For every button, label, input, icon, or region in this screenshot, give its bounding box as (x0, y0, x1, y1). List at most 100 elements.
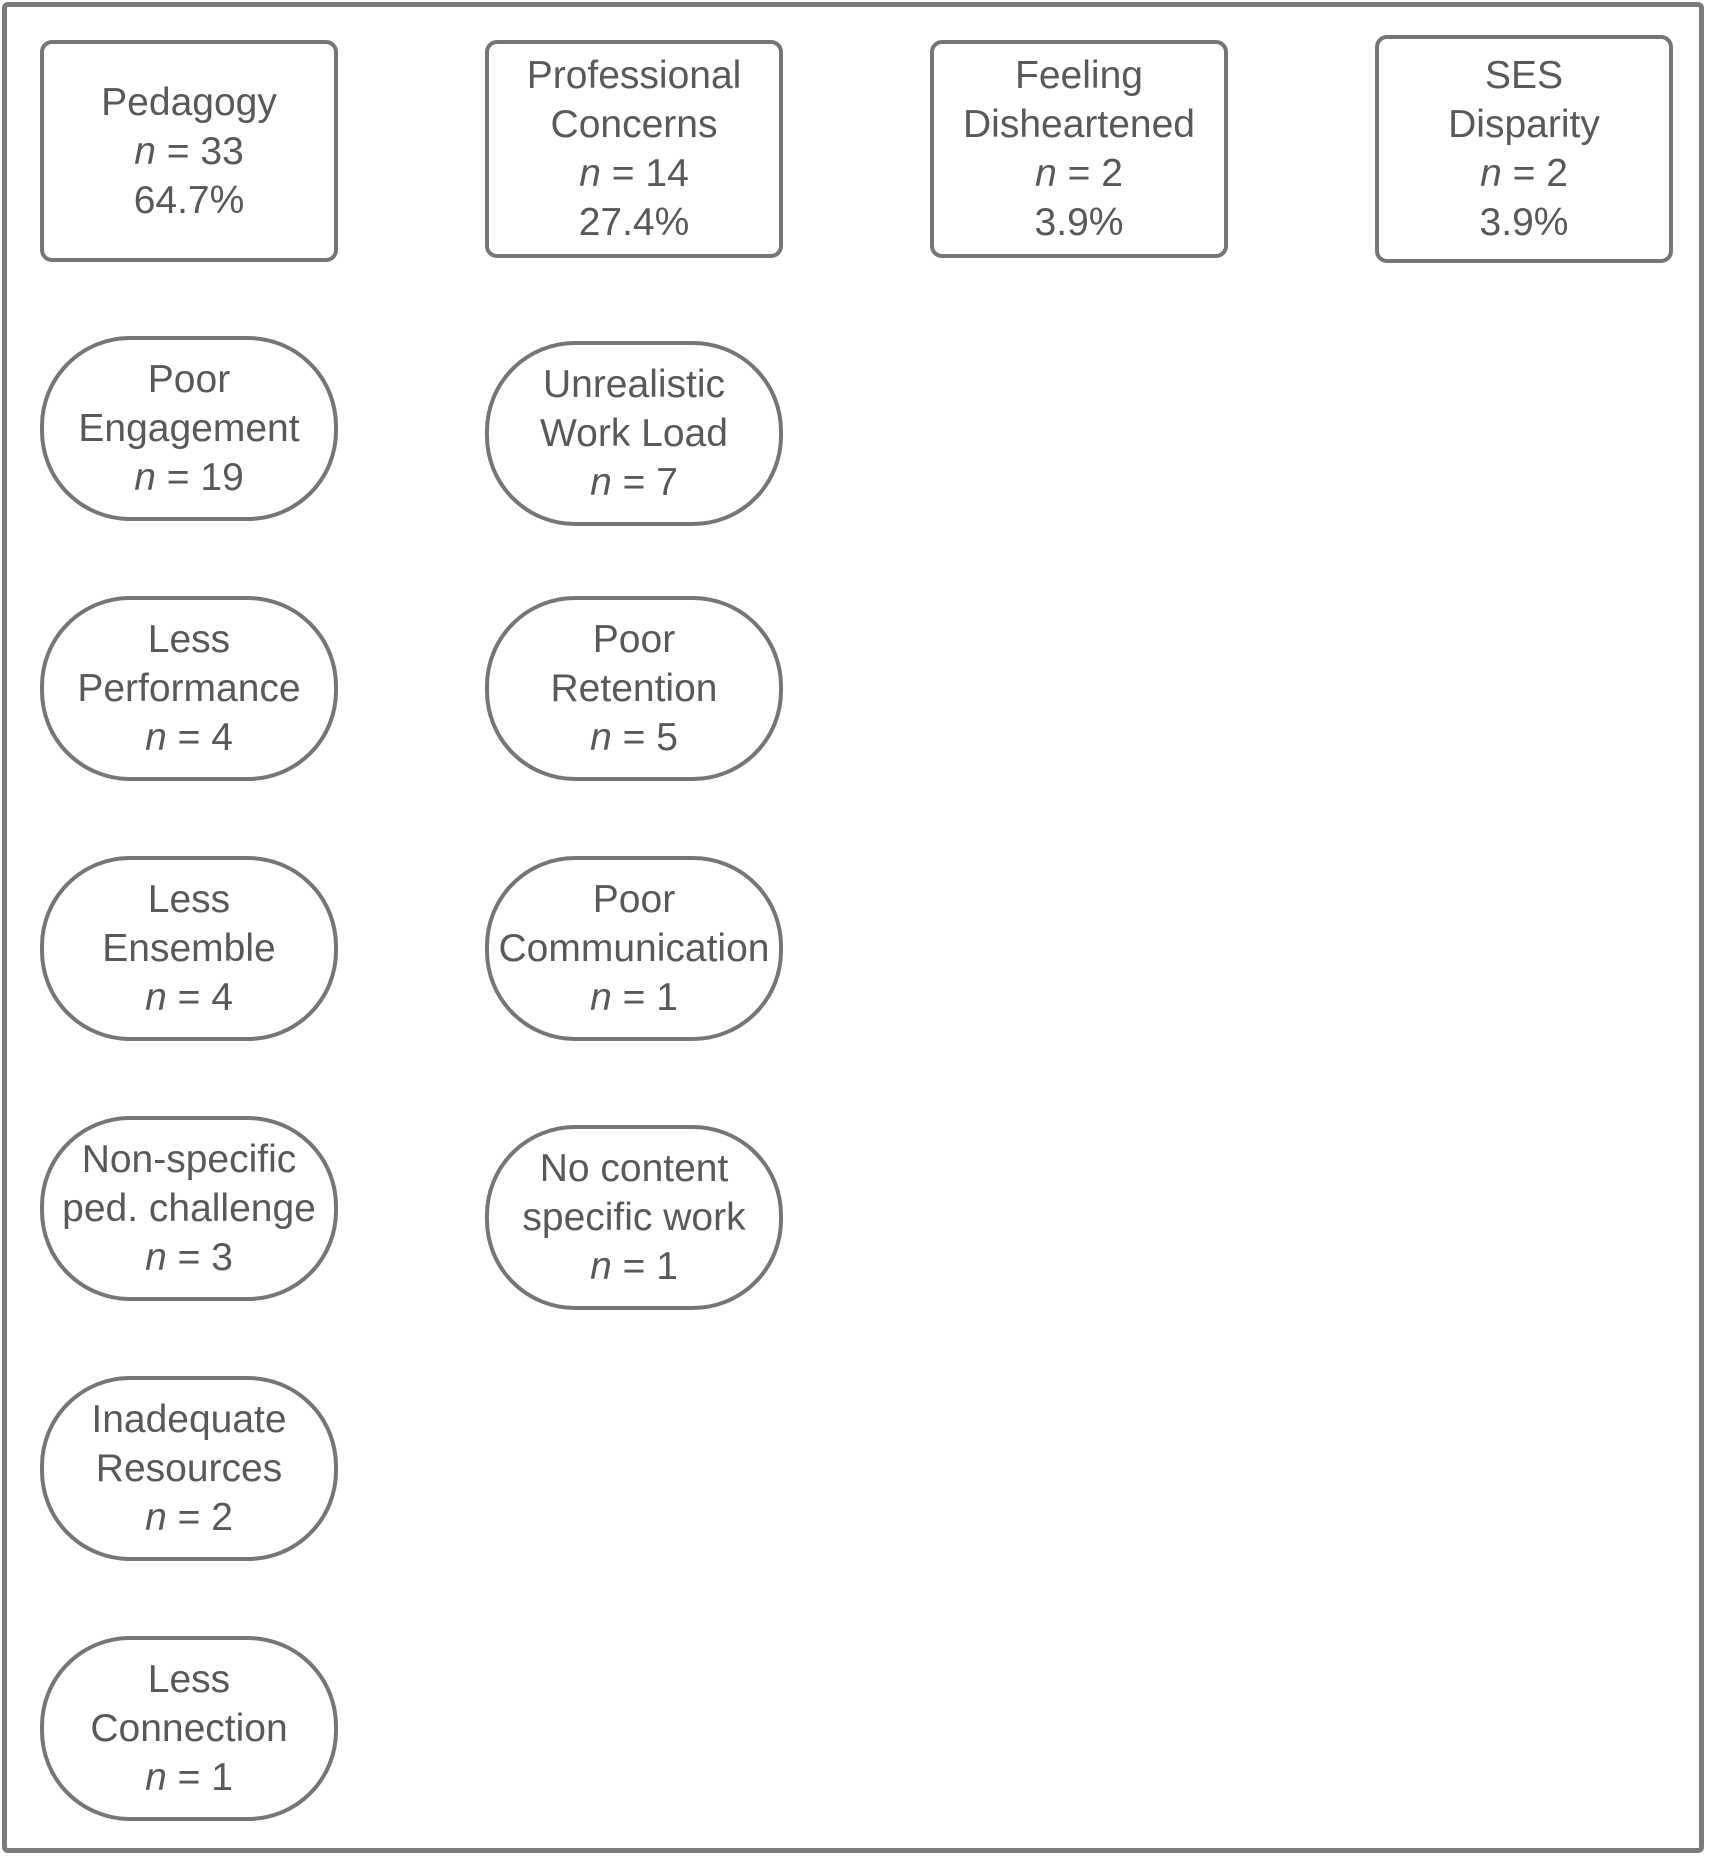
node-title-line: ped. challenge (62, 1187, 316, 1230)
equals-sign: = (611, 1245, 657, 1288)
node-title-line: Poor (592, 878, 676, 921)
node-count: n = 2 (1035, 149, 1123, 198)
n-symbol: n (590, 976, 612, 1019)
n-symbol: n (1480, 152, 1502, 195)
node-title-line: Poor (147, 358, 231, 401)
node-title-line: Resources (95, 1447, 283, 1490)
node-title-line: Engagement (78, 407, 300, 450)
node-count: n = 1 (590, 973, 678, 1022)
node-title-line: Less (147, 1658, 231, 1701)
count-value: 2 (211, 1496, 233, 1539)
equals-sign: = (166, 976, 212, 1019)
equals-sign: = (166, 1496, 212, 1539)
node-count: n = 2 (1480, 149, 1568, 198)
count-value: 5 (656, 716, 678, 759)
node-title-line: Retention (550, 667, 718, 710)
count-value: 3 (211, 1236, 233, 1279)
node-title-line: Disheartened (963, 103, 1195, 146)
count-value: 7 (656, 461, 678, 504)
equals-sign: = (600, 152, 646, 195)
node-count: n = 4 (145, 973, 233, 1022)
node-count: n = 5 (590, 713, 678, 762)
node-count: n = 2 (145, 1493, 233, 1542)
n-symbol: n (590, 716, 612, 759)
node-count: n = 33 (134, 127, 244, 176)
node-title-line: Ensemble (102, 927, 276, 970)
count-value: 19 (200, 456, 244, 499)
node-title-line: Non-specific (81, 1138, 297, 1181)
n-symbol: n (145, 1756, 167, 1799)
node-title-line: Less (147, 618, 231, 661)
node-title-line: No content (539, 1147, 729, 1190)
node-count: n = 19 (134, 453, 244, 502)
node-count: n = 14 (579, 149, 689, 198)
node-title-line: specific work (522, 1196, 746, 1239)
node-count: n = 1 (145, 1753, 233, 1802)
node-title-line: Communication (498, 927, 770, 970)
count-value: 1 (656, 976, 678, 1019)
node-title-line: Disparity (1448, 103, 1600, 146)
n-symbol: n (145, 976, 167, 1019)
node-percentage: 64.7% (133, 178, 245, 222)
equals-sign: = (155, 129, 201, 173)
node-count: n = 4 (145, 713, 233, 762)
node-title-line: Feeling (1015, 54, 1143, 97)
equals-sign: = (166, 1756, 212, 1799)
node-title-line: Unrealistic (542, 363, 726, 406)
equals-sign: = (1501, 152, 1547, 195)
node-percentage: 3.9% (1034, 201, 1124, 244)
node-title-line: Performance (77, 667, 301, 710)
n-symbol: n (145, 1496, 167, 1539)
count-value: 2 (1546, 152, 1568, 195)
equals-sign: = (611, 716, 657, 759)
n-symbol: n (134, 129, 156, 173)
equals-sign: = (166, 716, 212, 759)
count-value: 1 (656, 1245, 678, 1288)
node-count: n = 1 (590, 1242, 678, 1291)
n-symbol: n (134, 456, 156, 499)
node-title-line: Work Load (540, 412, 728, 455)
node-title-line: Concerns (550, 103, 718, 146)
node-title-line: Less (147, 878, 231, 921)
node-title-line: Inadequate (91, 1398, 287, 1441)
n-symbol: n (579, 152, 601, 195)
equals-sign: = (611, 976, 657, 1019)
count-value: 1 (211, 1756, 233, 1799)
count-value: 33 (200, 129, 244, 173)
count-value: 4 (211, 716, 233, 759)
node-title-line: SES (1484, 54, 1564, 97)
count-value: 4 (211, 976, 233, 1019)
n-symbol: n (590, 461, 612, 504)
node-title-line: Professional (526, 54, 742, 97)
n-symbol: n (1035, 152, 1057, 195)
node-title-line: Poor (592, 618, 676, 661)
count-value: 14 (645, 152, 689, 195)
n-symbol: n (145, 716, 167, 759)
node-count: n = 7 (590, 458, 678, 507)
equals-sign: = (155, 456, 201, 499)
count-value: 2 (1101, 152, 1123, 195)
equals-sign: = (611, 461, 657, 504)
node-count: n = 3 (145, 1233, 233, 1282)
node-percentage: 27.4% (578, 201, 690, 244)
node-title-line: Pedagogy (101, 80, 277, 124)
equals-sign: = (1056, 152, 1102, 195)
node-percentage: 3.9% (1479, 201, 1569, 244)
equals-sign: = (166, 1236, 212, 1279)
n-symbol: n (145, 1236, 167, 1279)
n-symbol: n (590, 1245, 612, 1288)
